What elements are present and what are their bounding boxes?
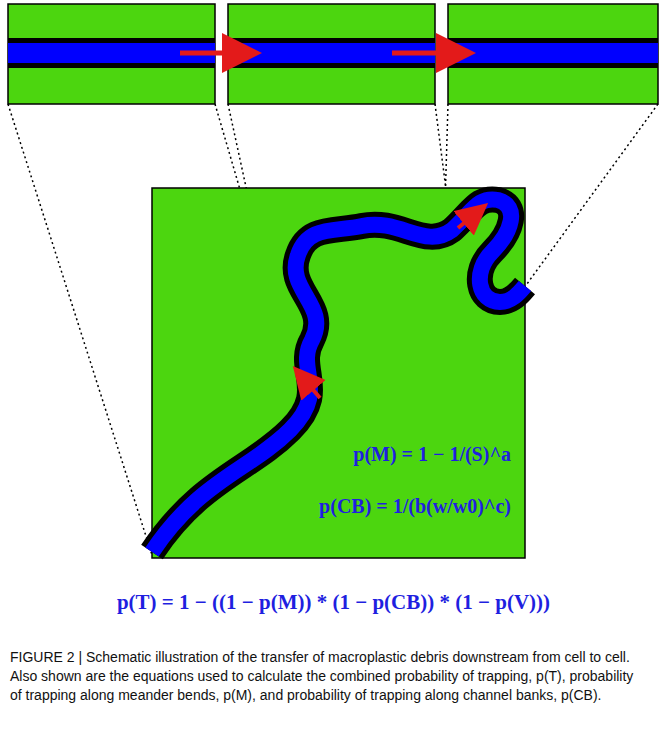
figure-caption: FIGURE 2 | Schematic illustration of the…	[10, 648, 640, 705]
river	[152, 199, 525, 552]
equation: p(T) = 1 − ((1 − p(M)) * (1 − p(CB)) * (…	[117, 590, 550, 615]
cell-panels	[8, 4, 658, 104]
landscape-square	[152, 188, 525, 558]
landscape-panel: p(M) = 1 − 1/(S)^a p(CB) = 1/(b(w/w0)^c)	[152, 188, 525, 558]
equation: p(CB) = 1/(b(w/w0)^c)	[319, 495, 511, 518]
equation: p(M) = 1 − 1/(S)^a	[353, 443, 511, 466]
